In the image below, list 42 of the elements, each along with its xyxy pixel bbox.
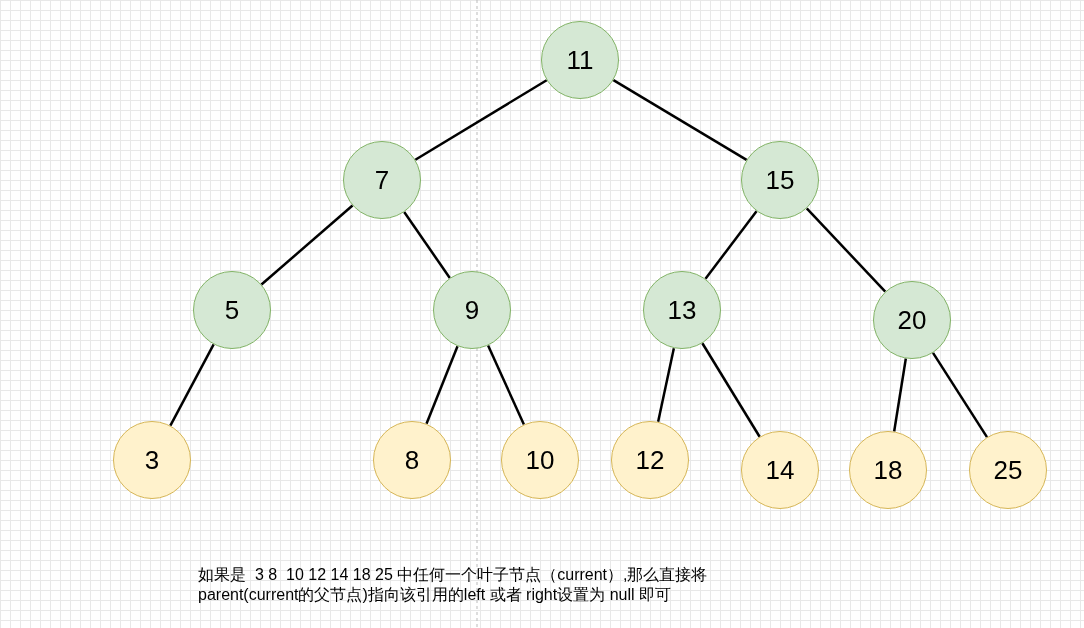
tree-edge [892, 358, 908, 432]
tree-edge [805, 207, 887, 293]
tree-edge [403, 211, 451, 279]
leaf-node-circle [969, 431, 1047, 509]
leaf-node-circle [611, 421, 689, 499]
node-value: 18 [873, 454, 903, 486]
tree-node-circle [343, 141, 421, 219]
note-text: 如果是 3 8 10 12 14 18 25 中任何一个叶子节点（current）,那么直接将parent(current的父节点)指向该引用的left 或者 right设置为 null 即可 [198, 565, 709, 605]
tree-edge [260, 204, 354, 286]
node-value: 3 [144, 444, 160, 476]
tree-edge [425, 345, 459, 425]
leaf-node-circle [113, 421, 191, 499]
tree-edge [931, 352, 989, 438]
tree-edge [169, 343, 215, 427]
node-value: 25 [993, 454, 1023, 486]
tree-node-circle [643, 271, 721, 349]
node-value: 13 [667, 294, 697, 326]
tree-node-circle [873, 281, 951, 359]
tree-edge [486, 345, 526, 425]
tree-node-circle [193, 271, 271, 349]
node-value: 8 [404, 444, 420, 476]
node-value: 10 [525, 444, 555, 476]
tree-edge [704, 210, 758, 280]
leaf-node-circle [373, 421, 451, 499]
node-value: 7 [374, 164, 390, 196]
leaf-node-circle [849, 431, 927, 509]
node-value: 11 [566, 44, 594, 76]
tree-node-circle [433, 271, 511, 349]
leaf-node-circle [501, 421, 579, 499]
node-value: 15 [765, 164, 795, 196]
tree-edge [612, 79, 748, 161]
tree-node-circle [541, 21, 619, 99]
node-value: 12 [635, 444, 665, 476]
leaf-node-circle [741, 431, 819, 509]
tree-edge [701, 342, 761, 438]
tree-edge [656, 347, 676, 423]
tree-node-circle [741, 141, 819, 219]
node-value: 14 [765, 454, 795, 486]
node-value: 9 [464, 294, 480, 326]
tree-edge [414, 79, 548, 161]
node-value: 5 [224, 294, 240, 326]
node-value: 20 [897, 304, 927, 336]
